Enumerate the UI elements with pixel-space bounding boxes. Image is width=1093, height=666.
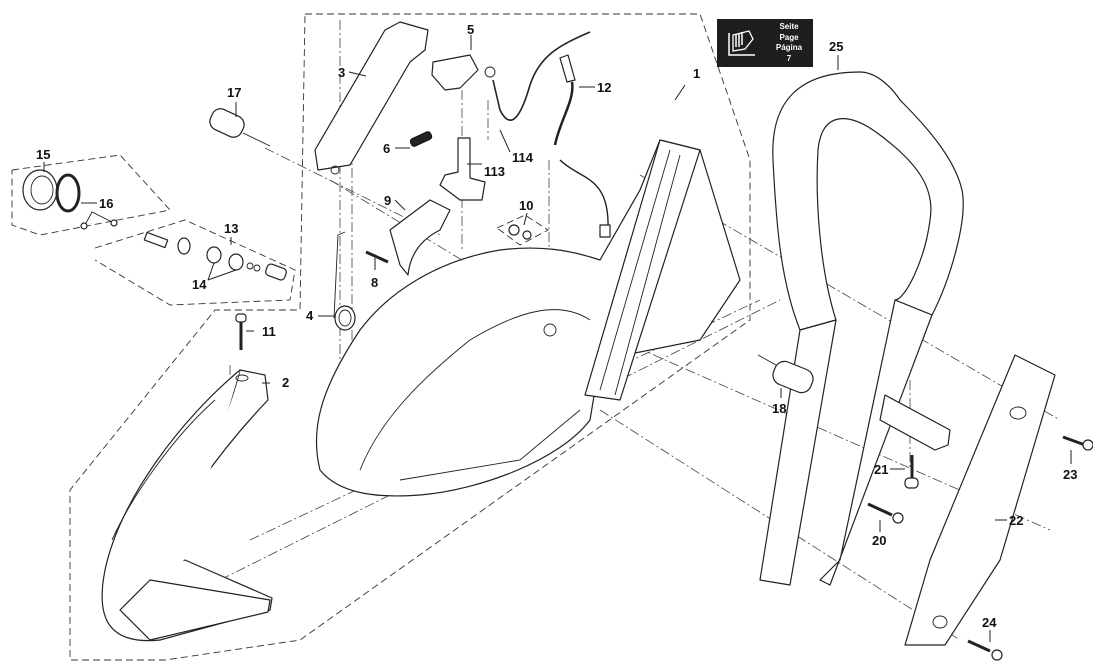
part-16-o-ring[interactable]	[55, 173, 118, 230]
callout-17[interactable]: 17	[227, 85, 241, 100]
handle-bracket	[879, 394, 951, 451]
callout-13[interactable]: 13	[224, 221, 238, 236]
part-20-screw[interactable]	[867, 502, 904, 524]
part-114-wire[interactable]	[492, 31, 591, 121]
group-outlines	[11, 13, 751, 661]
callout-10[interactable]: 10	[519, 198, 533, 213]
part-23-screw[interactable]	[1062, 435, 1093, 451]
callout-16[interactable]: 16	[99, 196, 113, 211]
part-15-oil-cap[interactable]	[22, 169, 58, 211]
callout-8[interactable]: 8	[371, 275, 378, 290]
callout-3[interactable]: 3	[338, 65, 345, 80]
callout-labels: 1 2 3 4 5 6 8 9 10 11 12 13 14 15 16 17 …	[36, 22, 1077, 630]
handle-housing-icon	[728, 30, 755, 56]
callout-15[interactable]: 15	[36, 147, 50, 162]
part-10-grommets[interactable]	[508, 224, 532, 240]
callout-9[interactable]: 9	[384, 193, 391, 208]
callout-113[interactable]: 113	[484, 164, 505, 179]
callout-2[interactable]: 2	[282, 375, 289, 390]
part-22-handle-cover[interactable]	[904, 354, 1056, 646]
housing-group-outline	[69, 13, 751, 661]
callout-leaders	[43, 35, 1072, 642]
part-2-front-handle[interactable]	[101, 369, 273, 642]
part-113-throttle-rod[interactable]	[439, 137, 486, 201]
part-13-filter-shaft[interactable]	[143, 231, 287, 281]
part-3-rear-handle[interactable]	[314, 21, 429, 175]
part-25-handlebar[interactable]	[759, 71, 964, 586]
callout-114[interactable]: 114	[512, 150, 534, 165]
part-11-screw[interactable]	[235, 313, 247, 350]
callout-12[interactable]: 12	[597, 80, 611, 95]
part-18-buffer[interactable]	[757, 354, 816, 396]
callout-21[interactable]: 21	[874, 462, 888, 477]
part-9-trigger[interactable]	[389, 199, 451, 276]
page-ref-line-es: Página	[775, 43, 803, 52]
part-12-ignition-lead[interactable]	[553, 54, 611, 238]
callout-1[interactable]: 1	[693, 66, 700, 81]
oil-cap-group-outline	[11, 154, 171, 236]
callout-6[interactable]: 6	[383, 141, 390, 156]
grommet-group-outline	[496, 214, 549, 246]
callout-24[interactable]: 24	[982, 615, 997, 630]
filter-group-outline	[94, 219, 296, 306]
page-reference-text: Seite Page Página 7	[767, 22, 811, 64]
page-ref-number: 7	[786, 53, 792, 63]
page-ref-line-en: Page	[779, 32, 799, 42]
callout-11[interactable]: 11	[262, 324, 276, 339]
callout-5[interactable]: 5	[467, 22, 474, 37]
part-8-pin[interactable]	[365, 250, 389, 264]
callout-23[interactable]: 23	[1063, 467, 1077, 482]
part-17-buffer[interactable]	[207, 106, 271, 147]
callout-25[interactable]: 25	[829, 39, 843, 54]
callout-18[interactable]: 18	[772, 401, 786, 416]
part-5-lockout[interactable]	[431, 54, 496, 91]
callout-14[interactable]: 14	[192, 277, 207, 292]
part-1-housing[interactable]	[315, 139, 741, 497]
page-ref-line-de: Seite	[779, 22, 799, 31]
part-21-screw[interactable]	[904, 455, 919, 489]
part-6-spring[interactable]	[409, 131, 433, 148]
page-reference-badge[interactable]: Seite Page Página 7	[717, 19, 813, 67]
part-24-screw[interactable]	[967, 639, 1003, 661]
callout-4[interactable]: 4	[306, 308, 314, 323]
callout-22[interactable]: 22	[1009, 513, 1023, 528]
callout-20[interactable]: 20	[872, 533, 886, 548]
part-4-torsion-spring[interactable]	[333, 231, 356, 331]
